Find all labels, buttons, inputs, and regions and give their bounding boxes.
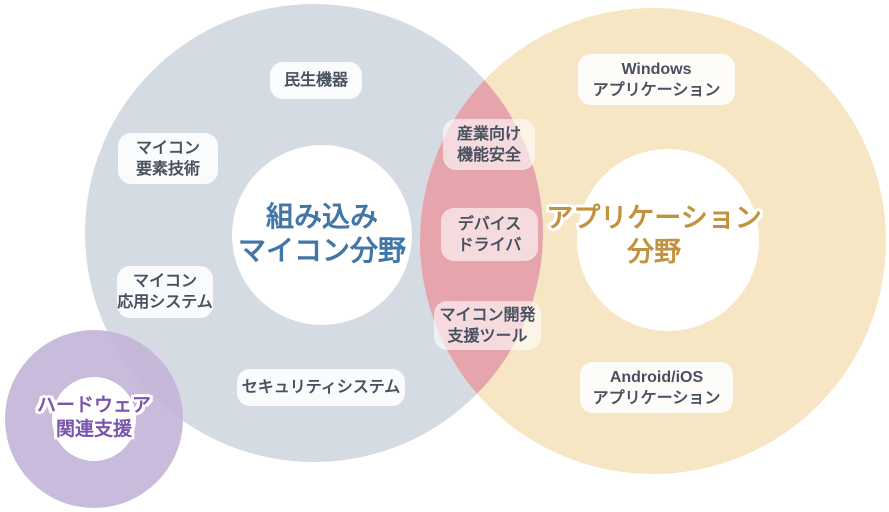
hardware-support-title: ハードウェア 関連支援 — [36, 395, 152, 440]
hardware-support-ring-hole — [52, 377, 136, 461]
label-mcu-core-technology: マイコン 要素技術 — [118, 133, 218, 184]
label-security-systems: セキュリティシステム — [237, 369, 405, 406]
label-windows-applications: Windows アプリケーション — [578, 54, 735, 105]
label-industrial-functional-safety: 産業向け 機能安全 — [443, 119, 535, 170]
label-android-ios-applications: Android/iOS アプリケーション — [580, 362, 733, 413]
label-device-driver: デバイス ドライバ — [441, 208, 538, 261]
application-title-inner-circle — [577, 149, 759, 331]
label-mcu-applied-systems: マイコン 応用システム — [117, 266, 213, 318]
label-consumer-devices: 民生機器 — [270, 62, 362, 99]
embedded-field-title: 組み込み マイコン分野 — [237, 201, 407, 266]
application-field-title: アプリケーション 分野 — [546, 203, 762, 267]
label-mcu-development-tools: マイコン開発 支援ツール — [434, 301, 541, 350]
embedded-title-inner-circle — [232, 145, 412, 325]
